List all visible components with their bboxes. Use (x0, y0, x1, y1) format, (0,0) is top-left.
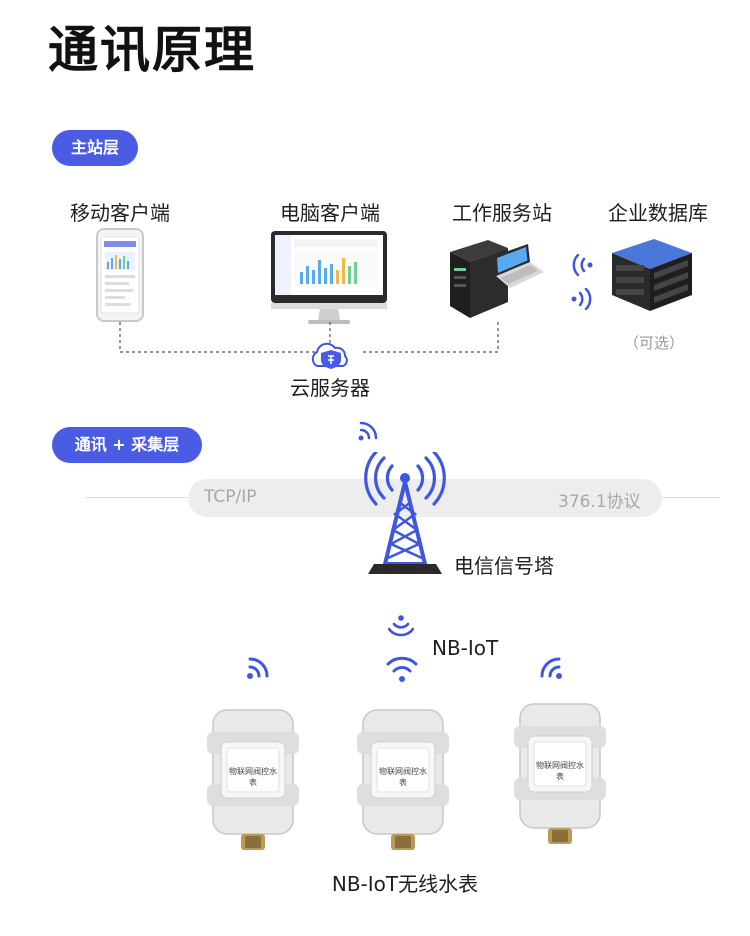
water-meter-image (355, 706, 451, 854)
layer-badge-comm: 通讯 + 采集层 (52, 427, 202, 463)
meter-plate-label: 物联网阀控水表 (379, 767, 427, 787)
wifi-icon (385, 656, 419, 684)
water-meter-image (205, 706, 301, 854)
tower-label: 电信信号塔 (454, 554, 554, 578)
network-label: NB-IoT (432, 636, 499, 660)
meters-label: NB-IoT无线水表 (331, 872, 479, 896)
workstation-image (448, 232, 548, 322)
protocol-left-label: TCP/IP (204, 487, 257, 507)
mobile-phone-image (96, 228, 144, 322)
band-line-left (86, 497, 188, 498)
wifi-icon (537, 654, 565, 682)
dashed-connector (110, 322, 510, 362)
signal-tower-image (362, 452, 448, 578)
wifi-icon (244, 654, 272, 682)
database-image (610, 235, 694, 313)
meter-plate-label: 物联网阀控水表 (229, 767, 277, 787)
meter-plate-label: 物联网阀控水表 (536, 761, 584, 781)
page-title: 通讯原理 (48, 21, 256, 79)
layer-badge-master: 主站层 (52, 130, 138, 166)
protocol-right-label: 376.1协议 (558, 492, 641, 512)
device-label-mobile: 移动客户端 (70, 201, 170, 225)
wireless-signal-icon (568, 254, 596, 276)
device-label-database: 企业数据库 (608, 201, 708, 225)
cloud-shield-icon (307, 340, 353, 370)
wireless-signal-icon (568, 288, 596, 310)
device-label-pc: 电脑客户端 (280, 201, 380, 225)
pc-monitor-image (270, 230, 388, 325)
database-optional-note: （可选） (623, 334, 684, 352)
device-label-workstation: 工作服务站 (452, 201, 552, 225)
wifi-icon (357, 418, 381, 442)
water-meter-image (512, 700, 608, 848)
cloud-server-label: 云服务器 (290, 376, 370, 400)
downlink-signal-icon (388, 614, 414, 638)
band-line-right (662, 497, 720, 498)
